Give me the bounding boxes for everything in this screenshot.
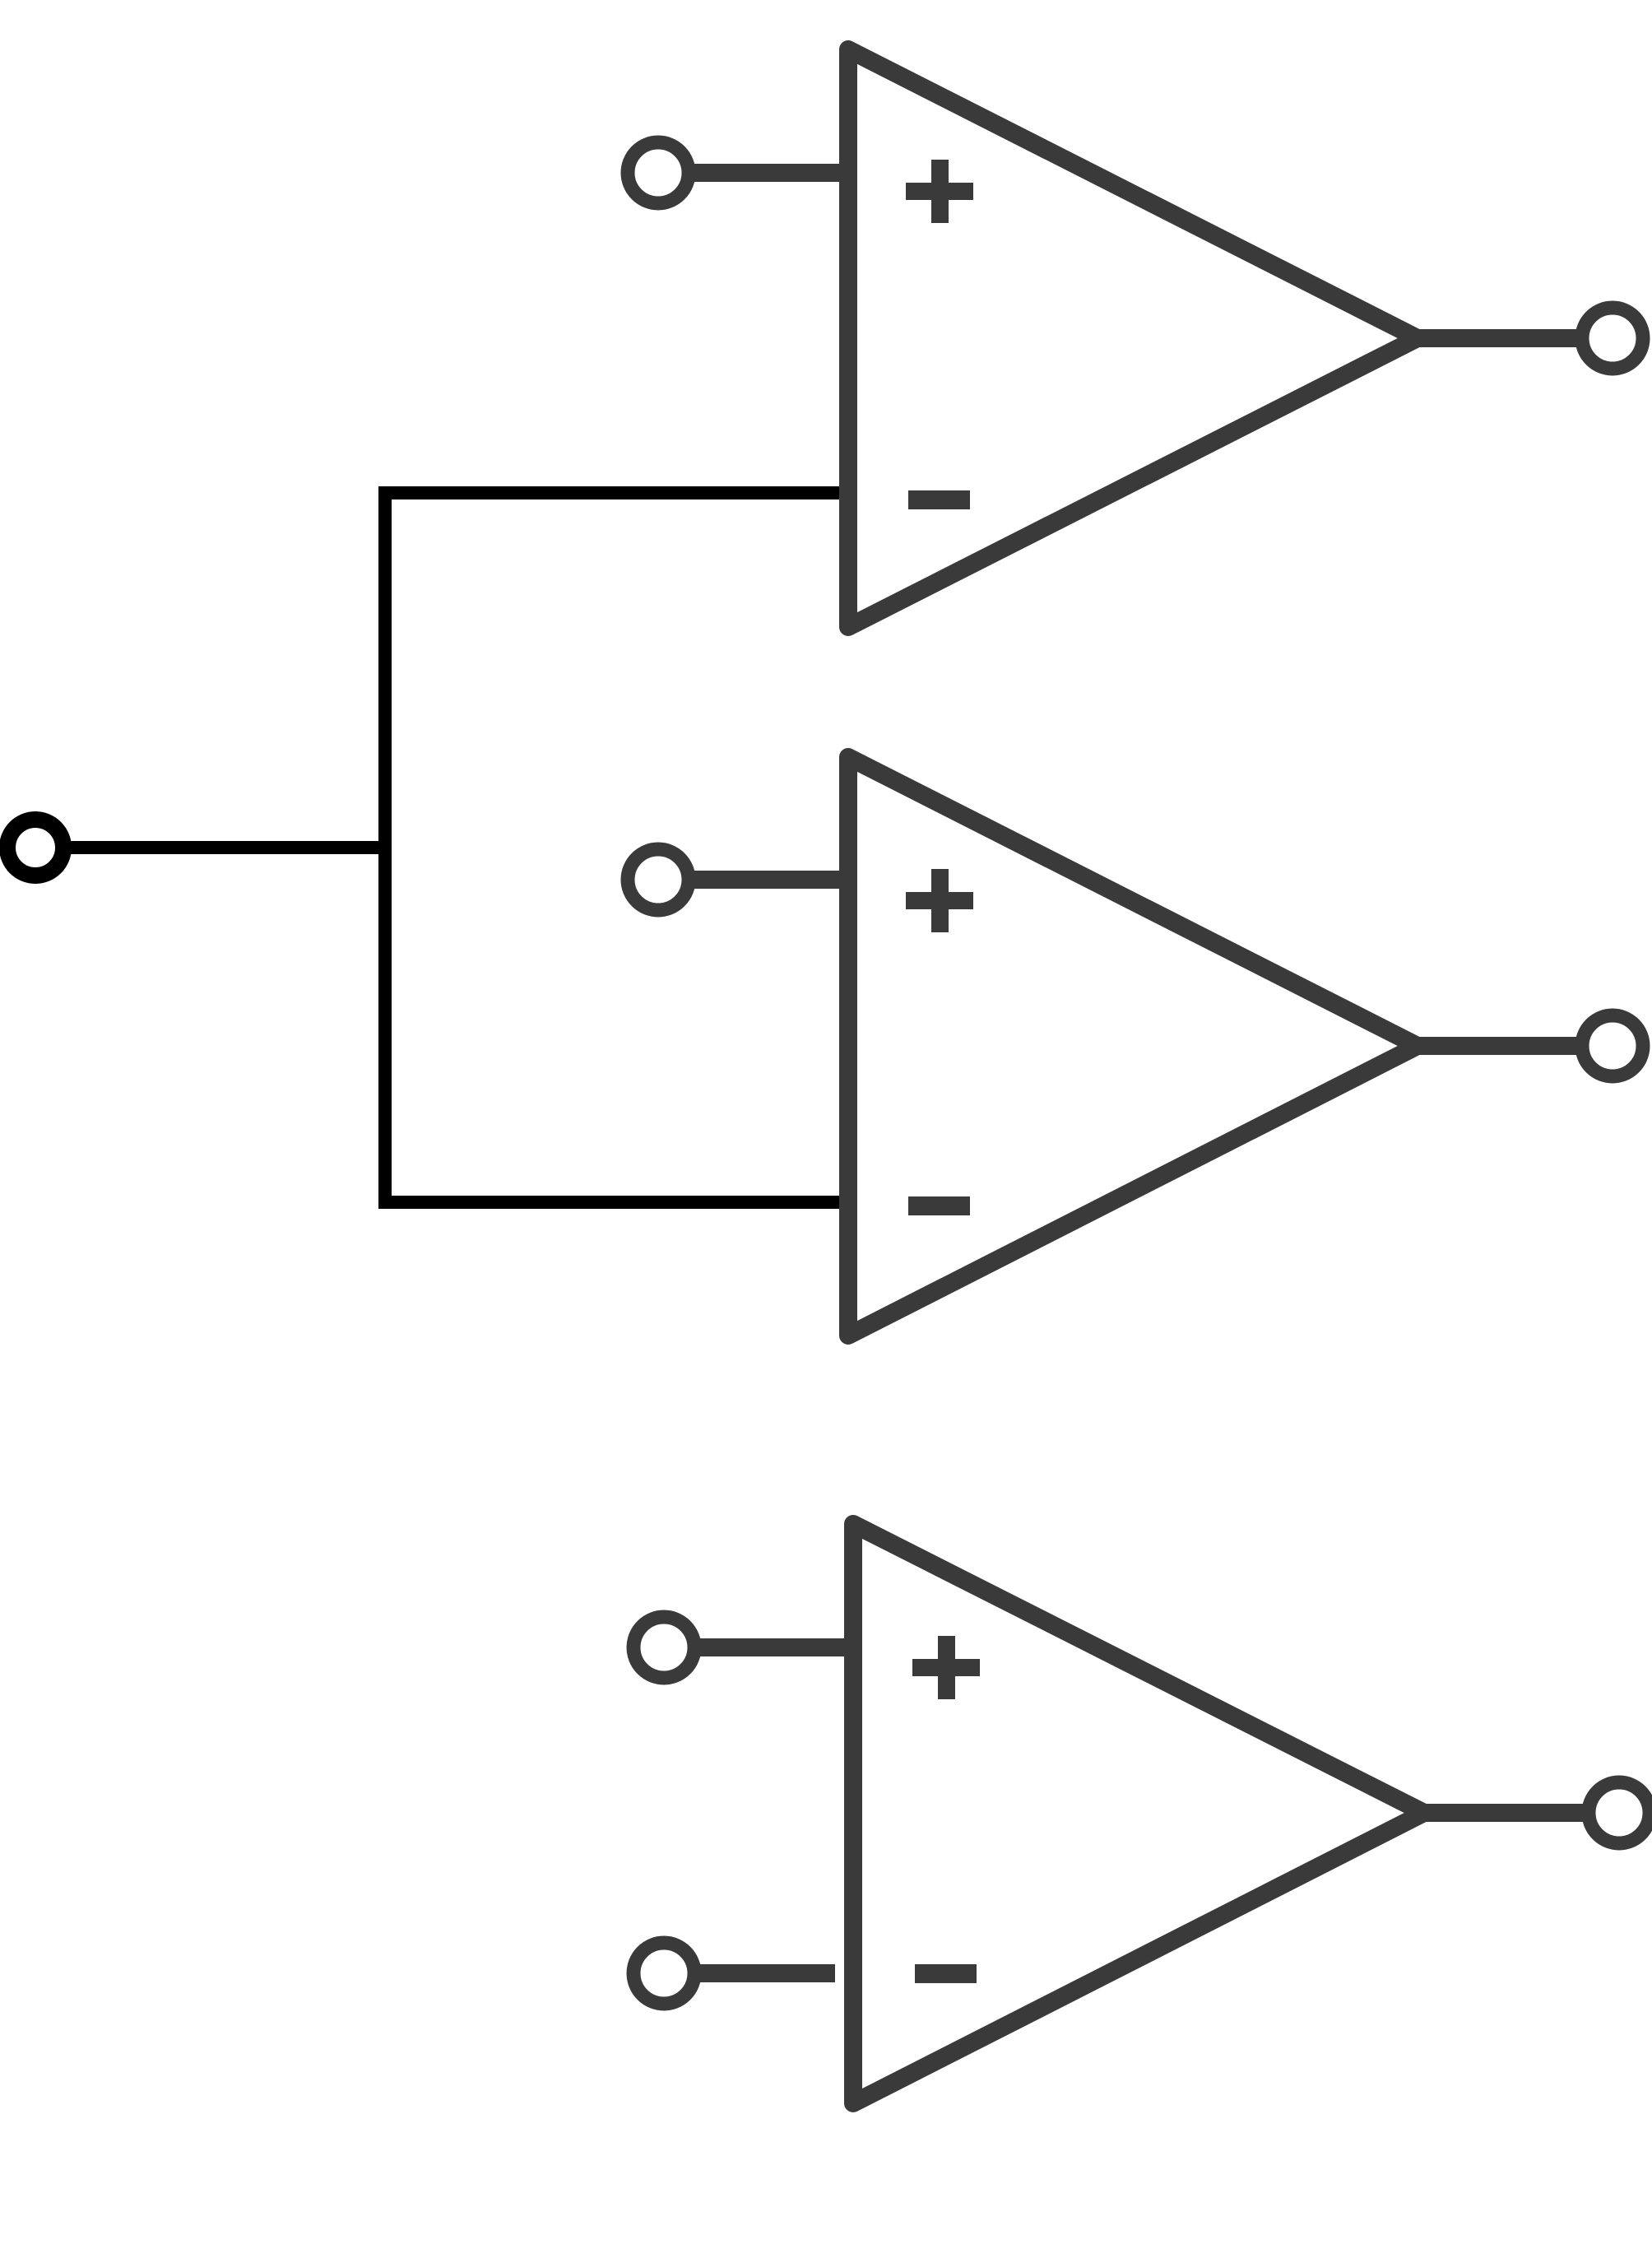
minus-sign-icon [915, 1964, 977, 1983]
opamp-2 [620, 748, 1650, 1345]
plus-sign-icon [912, 1636, 980, 1699]
minus-sign-icon [908, 1196, 970, 1215]
junction-dot [378, 1196, 392, 1209]
plus-sign-icon [906, 869, 973, 932]
opamp-3-non-inverting-input-terminal-icon[interactable] [626, 1610, 702, 1685]
opamp-3-inverting-input-terminal-icon[interactable] [626, 1935, 702, 2011]
opamp-1 [620, 40, 1650, 636]
minus-sign-icon [908, 490, 970, 509]
opamp-2-non-inverting-input-terminal-icon[interactable] [620, 842, 696, 918]
common-input-terminal-icon[interactable] [0, 811, 72, 884]
op-amp-triangle-icon [839, 748, 1427, 1345]
op-amp-triangle-icon [844, 1515, 1433, 2112]
opamp-2-output-terminal-icon[interactable] [1575, 1008, 1650, 1084]
common-input-network [0, 486, 850, 1209]
op-amp-triangle-icon [839, 40, 1427, 636]
opamp-3 [626, 1515, 1652, 2112]
plus-sign-icon [906, 160, 973, 223]
junction-dot [378, 486, 392, 499]
opamp-3-output-terminal-icon[interactable] [1581, 1775, 1652, 1851]
opamp-1-non-inverting-input-terminal-icon[interactable] [620, 135, 696, 211]
junction-dot [378, 841, 392, 854]
opamp-1-output-terminal-icon[interactable] [1575, 300, 1650, 376]
